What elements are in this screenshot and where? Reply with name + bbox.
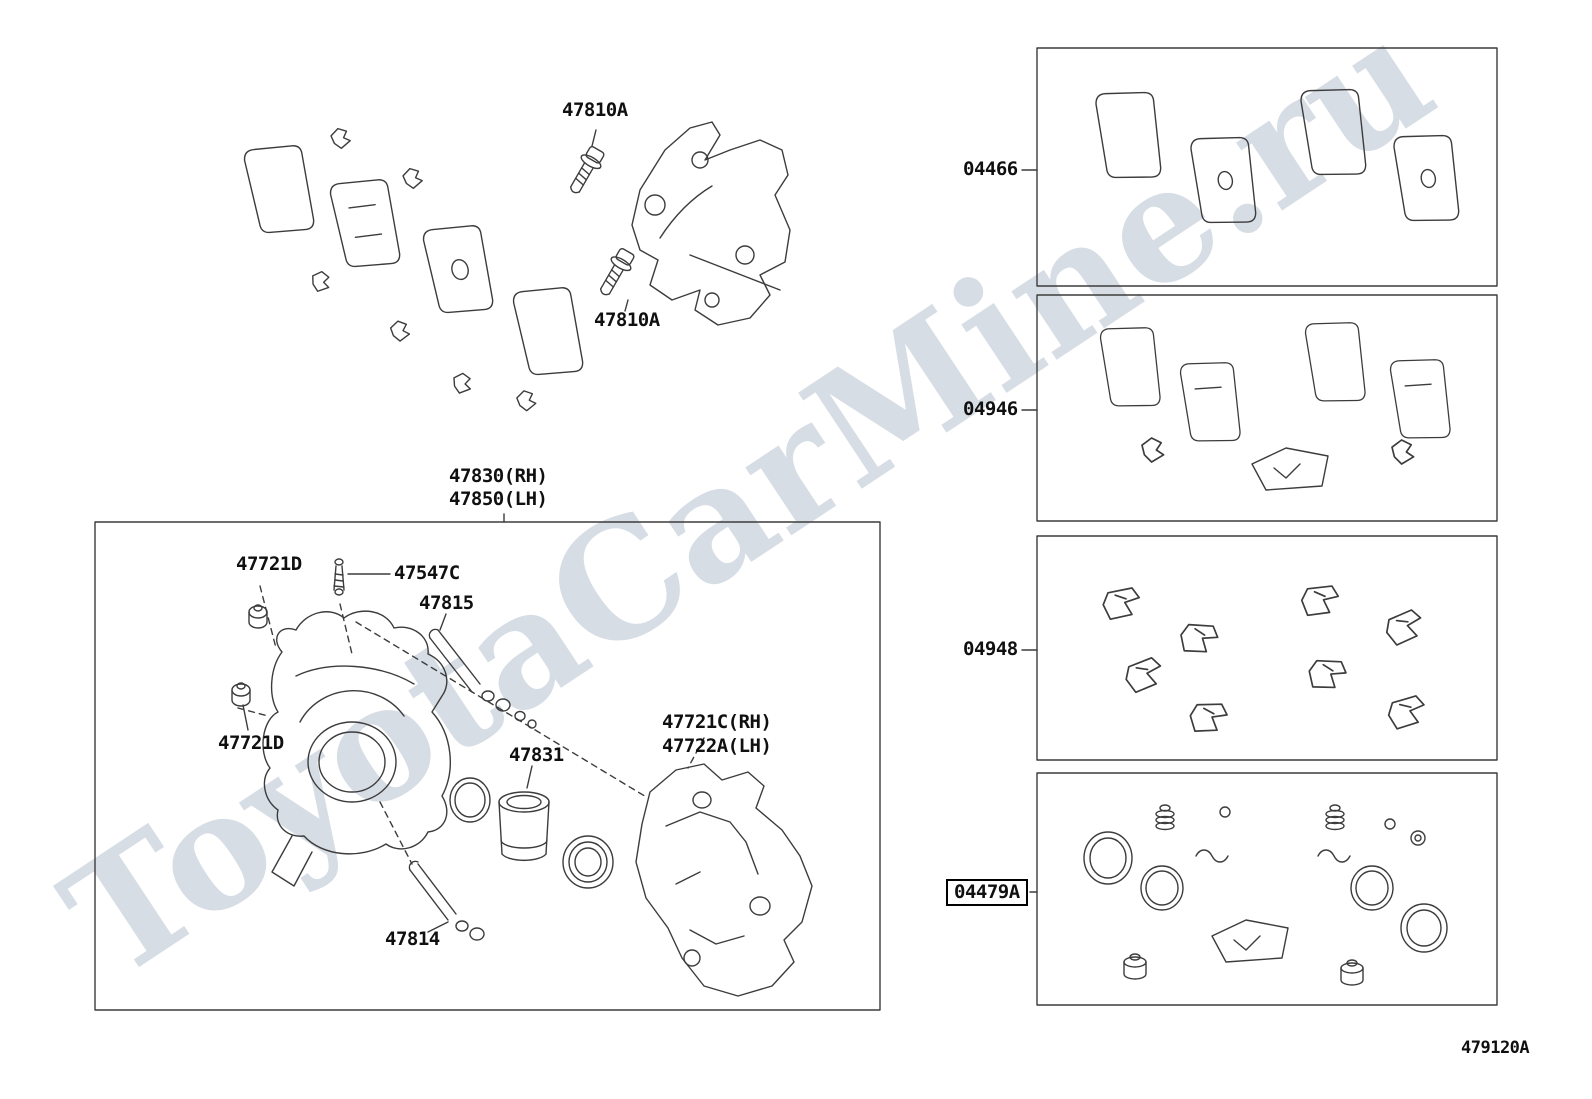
callout-mounting-rh[interactable]: 47721C(RH) — [662, 711, 772, 733]
panel-04948-box — [1021, 535, 1498, 761]
panel-04479A-box — [1029, 772, 1498, 1006]
bolt-upper-drawing — [563, 129, 609, 199]
caliper-box — [94, 513, 881, 1011]
callout-slide-pin-lower[interactable]: 47814 — [385, 928, 440, 950]
piston-drawing — [449, 765, 614, 889]
panel-label-04946[interactable]: 04946 — [963, 398, 1018, 420]
diagram-code: 479120A — [1461, 1038, 1530, 1058]
bolt-lower-drawing — [593, 245, 639, 312]
bushing-lower-drawing — [231, 682, 251, 731]
callout-mounting-lh[interactable]: 47722A(LH) — [662, 735, 772, 757]
callout-bolt-lower[interactable]: 47810A — [594, 309, 660, 331]
panel-label-04948[interactable]: 04948 — [963, 638, 1018, 660]
pad-kit-drawing — [1090, 80, 1468, 232]
shim-kit-drawing — [1095, 314, 1459, 491]
leader-lines — [237, 585, 705, 865]
callout-bushing-lower[interactable]: 47721D — [218, 732, 284, 754]
callout-bolt-upper[interactable]: 47810A — [562, 99, 628, 121]
callout-caliper-lh[interactable]: 47850(LH) — [449, 488, 548, 510]
callout-caliper-rh[interactable]: 47830(RH) — [449, 465, 548, 487]
panel-04466-box — [1021, 47, 1498, 287]
front-pads-drawing — [238, 126, 593, 413]
mounting-bracket-drawing — [635, 763, 813, 997]
callout-slide-pin-upper[interactable]: 47815 — [419, 592, 474, 614]
panel-label-04466[interactable]: 04466 — [963, 158, 1018, 180]
callout-bleeder-plug[interactable]: 47547C — [394, 562, 460, 584]
caliper-bracket-drawing — [631, 121, 791, 326]
bushing-upper-drawing — [248, 604, 268, 629]
fitting-kit-drawing — [1102, 582, 1427, 737]
panel-04946-box — [1021, 294, 1498, 522]
slide-pin-lower-drawing — [408, 860, 485, 941]
seal-kit-drawing — [1083, 804, 1448, 986]
bleeder-plug-drawing — [333, 558, 391, 596]
caliper-body-drawing — [262, 610, 451, 887]
panel-label-04479A-selected[interactable]: 04479A — [946, 879, 1028, 906]
callout-piston[interactable]: 47831 — [509, 744, 564, 766]
callout-bushing-upper[interactable]: 47721D — [236, 553, 302, 575]
